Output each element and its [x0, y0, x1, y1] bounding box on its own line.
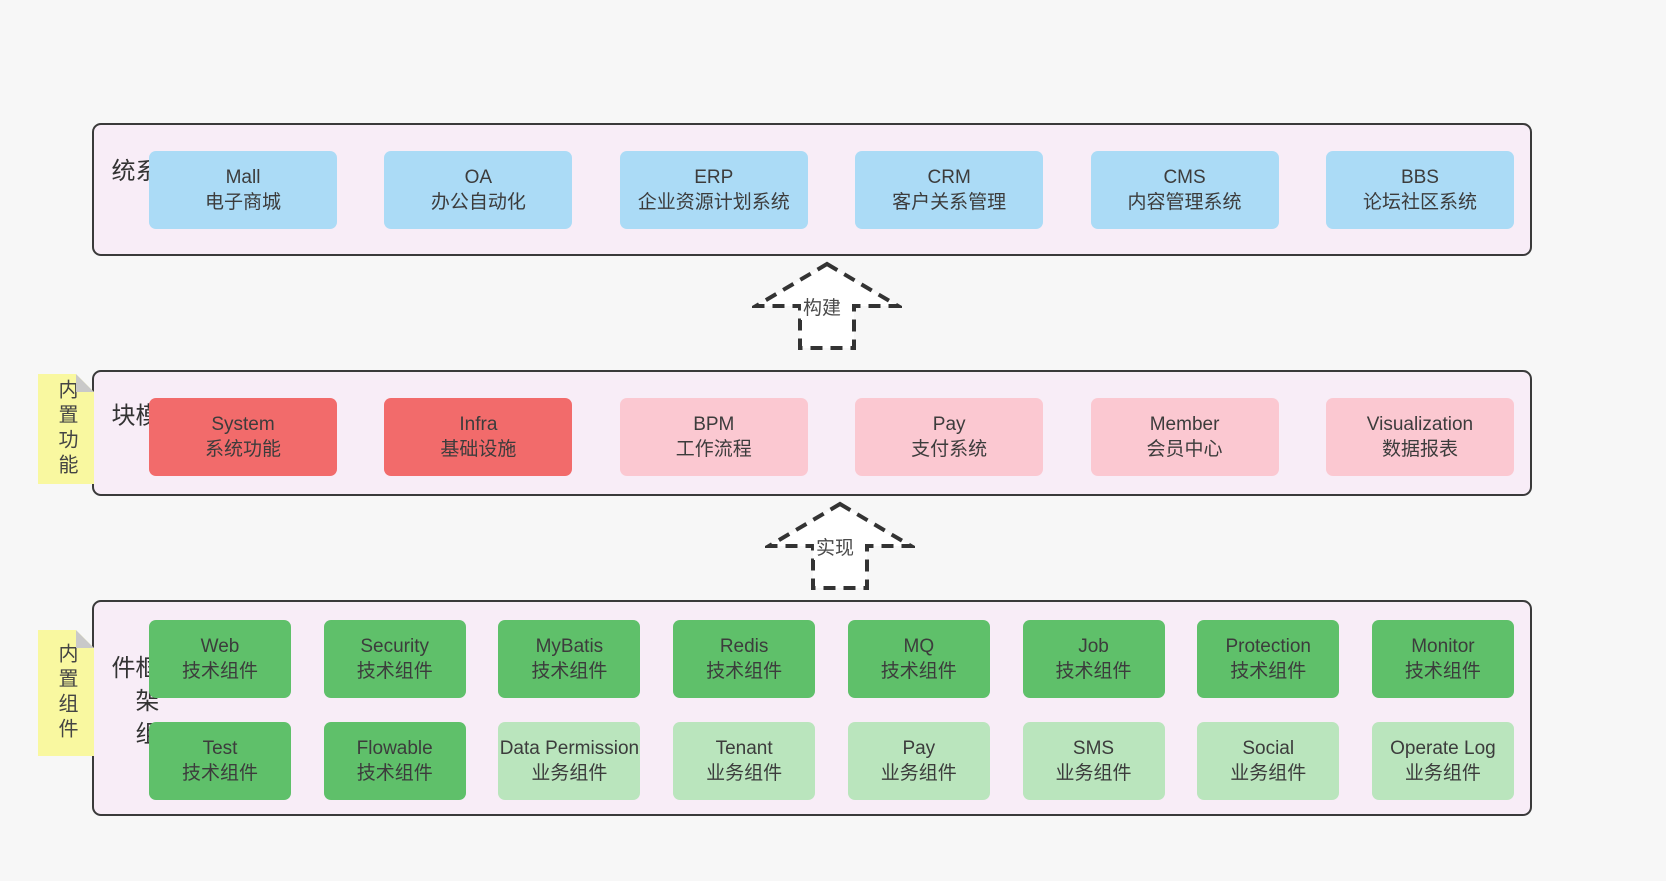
box-crm: CRM 客户关系管理 [855, 151, 1044, 229]
box-title: Tenant [715, 737, 773, 759]
build-arrow-label: 构建 [800, 293, 843, 320]
box-title: Monitor [1411, 635, 1475, 657]
box-tenant: Tenant 业务组件 [673, 722, 816, 800]
box-title: Job [1078, 635, 1109, 657]
box-security: Security 技术组件 [323, 620, 466, 698]
box-title: System [211, 413, 275, 435]
box-pay-module: Pay 支付系统 [855, 398, 1044, 476]
box-mq: MQ 技术组件 [847, 620, 990, 698]
box-operate-log: Operate Log 业务组件 [1371, 722, 1514, 800]
box-title: Data Permission [499, 737, 640, 759]
box-subtitle: 技术组件 [706, 661, 783, 682]
box-pay-component: Pay 业务组件 [847, 722, 990, 800]
box-redis: Redis 技术组件 [673, 620, 816, 698]
sticky-note-built-in-features: 内置功能 [38, 374, 94, 484]
box-member: Member 会员中心 [1090, 398, 1279, 476]
box-subtitle: 基础设施 [440, 439, 517, 460]
box-subtitle: 技术组件 [1404, 661, 1481, 682]
box-title: Mall [225, 166, 261, 188]
box-subtitle: 技术组件 [1230, 661, 1307, 682]
box-subtitle: 业务组件 [706, 763, 783, 784]
box-erp: ERP 企业资源计划系统 [619, 151, 808, 229]
box-subtitle: 支付系统 [911, 439, 988, 460]
box-infra: Infra 基础设施 [384, 398, 573, 476]
box-subtitle: 客户关系管理 [892, 192, 1007, 213]
box-sms: SMS 业务组件 [1022, 722, 1165, 800]
box-web: Web 技术组件 [149, 620, 291, 698]
box-subtitle: 论坛社区系统 [1362, 192, 1477, 213]
box-monitor: Monitor 技术组件 [1371, 620, 1514, 698]
components-row-2: Test 技术组件 Flowable 技术组件 Data Permission … [149, 722, 1514, 800]
section-business-systems: 业务系统 Mall 电子商城 OA 办公自动化 ERP 企业资源计划系统 CRM… [92, 123, 1532, 256]
box-subtitle: 技术组件 [356, 763, 433, 784]
box-title: Flowable [356, 737, 433, 759]
box-subtitle: 技术组件 [356, 661, 433, 682]
box-title: Operate Log [1390, 737, 1496, 759]
box-visualization: Visualization 数据报表 [1325, 398, 1514, 476]
box-title: CRM [927, 166, 971, 188]
box-subtitle: 工作流程 [675, 439, 752, 460]
box-subtitle: 业务组件 [880, 763, 957, 784]
box-title: MQ [903, 635, 935, 657]
box-subtitle: 电子商城 [204, 192, 281, 213]
box-subtitle: 技术组件 [181, 661, 258, 682]
section-framework-components: 框架组件 Web 技术组件 Security 技术组件 MyBatis 技术组件… [92, 600, 1532, 816]
box-social: Social 业务组件 [1197, 722, 1340, 800]
box-title: Protection [1225, 635, 1311, 657]
box-subtitle: 业务组件 [1404, 763, 1481, 784]
components-row-1: Web 技术组件 Security 技术组件 MyBatis 技术组件 Redi… [149, 620, 1514, 698]
box-title: CMS [1163, 166, 1206, 188]
box-subtitle: 企业资源计划系统 [637, 192, 790, 213]
box-title: Visualization [1366, 413, 1474, 435]
box-subtitle: 会员中心 [1146, 439, 1223, 460]
box-subtitle: 技术组件 [531, 661, 608, 682]
box-flowable: Flowable 技术组件 [323, 722, 466, 800]
box-title: Test [202, 737, 238, 759]
modules-boxes-row: System 系统功能 Infra 基础设施 BPM 工作流程 Pay 支付系统… [149, 398, 1514, 476]
box-subtitle: 技术组件 [1055, 661, 1132, 682]
box-subtitle: 业务组件 [1230, 763, 1307, 784]
box-subtitle: 业务组件 [531, 763, 608, 784]
box-mybatis: MyBatis 技术组件 [498, 620, 641, 698]
box-mall: Mall 电子商城 [149, 151, 337, 229]
box-test: Test 技术组件 [149, 722, 291, 800]
box-title: Redis [719, 635, 769, 657]
build-arrow: 构建 [752, 260, 902, 352]
box-title: Infra [459, 413, 498, 435]
box-title: Pay [902, 737, 936, 759]
box-subtitle: 内容管理系统 [1127, 192, 1242, 213]
box-title: Social [1242, 737, 1295, 759]
box-title: Pay [932, 413, 966, 435]
box-title: BPM [693, 413, 735, 435]
box-title: Member [1149, 413, 1220, 435]
box-oa: OA 办公自动化 [384, 151, 573, 229]
box-subtitle: 技术组件 [181, 763, 258, 784]
box-title: Security [360, 635, 430, 657]
box-job: Job 技术组件 [1022, 620, 1165, 698]
box-protection: Protection 技术组件 [1197, 620, 1340, 698]
section-common-modules: 通用模块 System 系统功能 Infra 基础设施 BPM 工作流程 Pay… [92, 370, 1532, 496]
business-boxes-row: Mall 电子商城 OA 办公自动化 ERP 企业资源计划系统 CRM 客户关系… [149, 151, 1514, 229]
box-data-permission: Data Permission 业务组件 [498, 722, 641, 800]
implement-arrow: 实现 [765, 500, 915, 592]
implement-arrow-label: 实现 [813, 533, 856, 560]
box-title: SMS [1072, 737, 1115, 759]
box-title: OA [464, 166, 493, 188]
box-subtitle: 数据报表 [1381, 439, 1458, 460]
box-bbs: BBS 论坛社区系统 [1325, 151, 1514, 229]
box-subtitle: 系统功能 [204, 439, 281, 460]
note-label: 内置组件 [55, 643, 77, 743]
box-subtitle: 技术组件 [880, 661, 957, 682]
box-title: ERP [694, 166, 734, 188]
box-title: Web [200, 635, 240, 657]
sticky-note-built-in-components: 内置组件 [38, 630, 94, 756]
box-title: MyBatis [535, 635, 604, 657]
box-title: BBS [1400, 166, 1439, 188]
box-subtitle: 业务组件 [1055, 763, 1132, 784]
note-label: 内置功能 [55, 379, 77, 479]
box-bpm: BPM 工作流程 [619, 398, 808, 476]
box-subtitle: 办公自动化 [430, 192, 526, 213]
box-cms: CMS 内容管理系统 [1090, 151, 1279, 229]
box-system: System 系统功能 [149, 398, 337, 476]
